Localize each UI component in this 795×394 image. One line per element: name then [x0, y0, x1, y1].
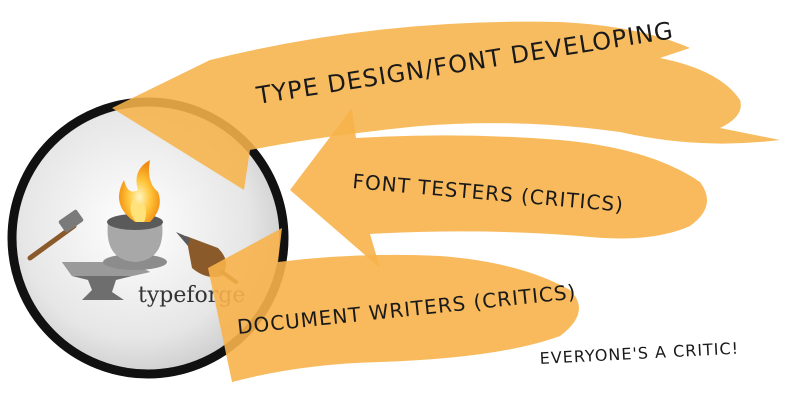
- crucible-icon: [103, 214, 167, 270]
- arrow-type-design: [112, 21, 780, 190]
- arrow-font-testers: [290, 108, 708, 268]
- arrow-document-writers: [208, 228, 579, 382]
- hammer-icon: [27, 209, 84, 261]
- flame-icon: [118, 160, 160, 222]
- critic-note: EVERYONE'S A CRITIC!: [539, 339, 739, 368]
